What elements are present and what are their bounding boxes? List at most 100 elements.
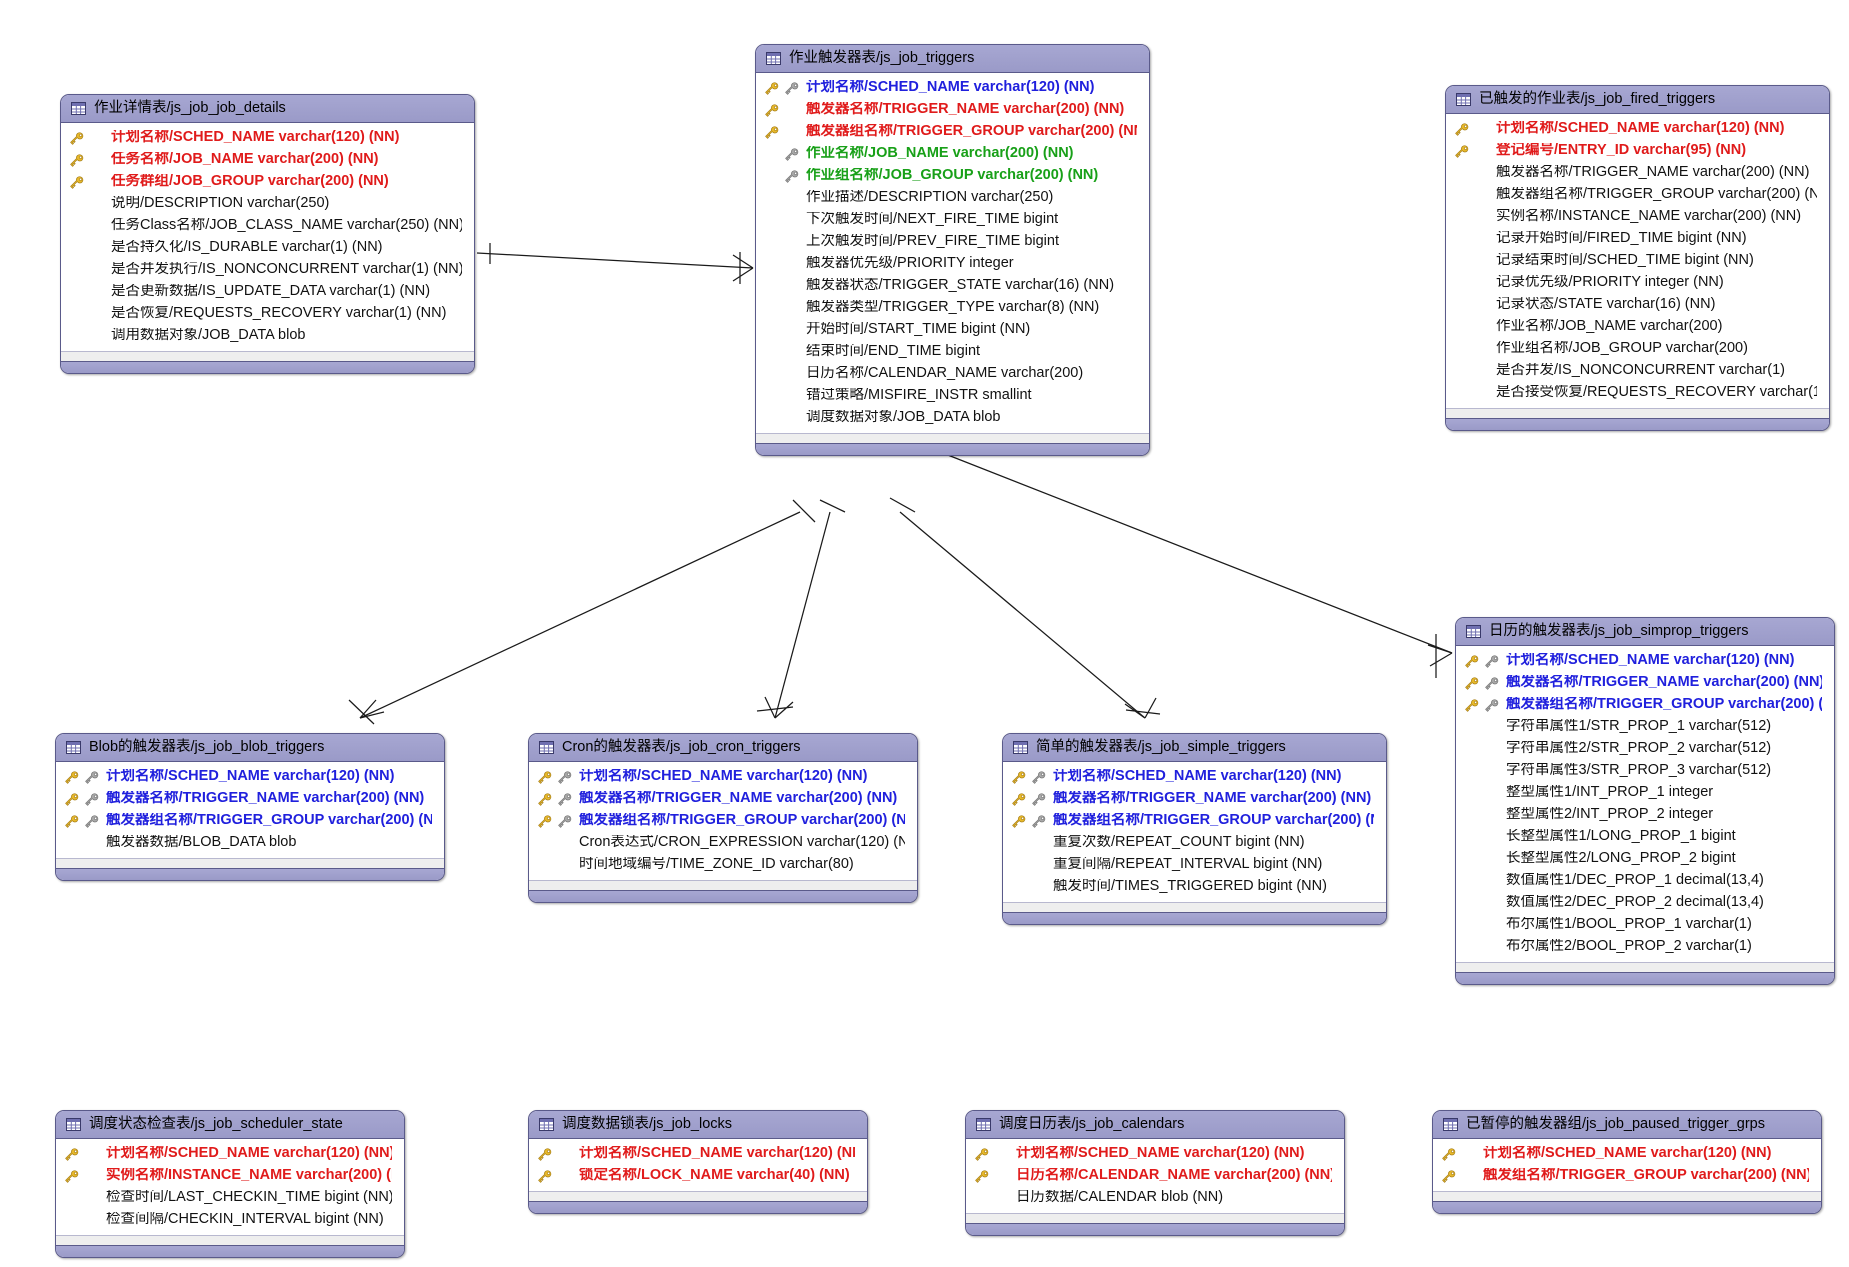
attribute-row[interactable]: 触发器组名称/TRIGGER_GROUP varchar(200) (NN) — [1456, 694, 1834, 716]
attribute-row[interactable]: 触发器名称/TRIGGER_NAME varchar(200) (NN) — [1446, 162, 1829, 184]
attribute-row[interactable]: 触发器名称/TRIGGER_NAME varchar(200) (NN) — [756, 99, 1149, 121]
attribute-row[interactable]: 计划名称/SCHED_NAME varchar(120) (NN) — [61, 127, 474, 149]
attribute-row[interactable]: 字符串属性2/STR_PROP_2 varchar(512) — [1456, 738, 1834, 760]
entity-header-simple_triggers[interactable]: 简单的触发器表/js_job_simple_triggers — [1003, 734, 1386, 762]
attribute-row[interactable]: 实例名称/INSTANCE_NAME varchar(200) (NN) — [1446, 206, 1829, 228]
attribute-row[interactable]: 字符串属性3/STR_PROP_3 varchar(512) — [1456, 760, 1834, 782]
attribute-row[interactable]: 结束时间/END_TIME bigint — [756, 341, 1149, 363]
attribute-row[interactable]: 是否接受恢复/REQUESTS_RECOVERY varchar(1) — [1446, 382, 1829, 404]
attribute-row[interactable]: 记录结束时间/SCHED_TIME bigint (NN) — [1446, 250, 1829, 272]
attribute-row[interactable]: 触发器名称/TRIGGER_NAME varchar(200) (NN) — [1456, 672, 1834, 694]
entity-job_details[interactable]: 作业详情表/js_job_job_details 计划名称/SCHED_NAME … — [60, 94, 475, 374]
attribute-row[interactable]: 字符串属性1/STR_PROP_1 varchar(512) — [1456, 716, 1834, 738]
attribute-row[interactable]: 作业组名称/JOB_GROUP varchar(200) (NN) — [756, 165, 1149, 187]
attribute-row[interactable]: 触发器组名称/TRIGGER_GROUP varchar(200) (NN) — [756, 121, 1149, 143]
entity-locks[interactable]: 调度数据锁表/js_job_locks 计划名称/SCHED_NAME varch… — [528, 1110, 868, 1214]
attribute-row[interactable]: 开始时间/START_TIME bigint (NN) — [756, 319, 1149, 341]
attribute-row[interactable]: 是否更新数据/IS_UPDATE_DATA varchar(1) (NN) — [61, 281, 474, 303]
entity-header-fired_triggers[interactable]: 已触发的作业表/js_job_fired_triggers — [1446, 86, 1829, 114]
attribute-row[interactable]: 说明/DESCRIPTION varchar(250) — [61, 193, 474, 215]
attribute-row[interactable]: 登记编号/ENTRY_ID varchar(95) (NN) — [1446, 140, 1829, 162]
entity-cron_triggers[interactable]: Cron的触发器表/js_job_cron_triggers 计划名称/SCHED… — [528, 733, 918, 903]
attribute-row[interactable]: 布尔属性1/BOOL_PROP_1 varchar(1) — [1456, 914, 1834, 936]
attribute-row[interactable]: 整型属性2/INT_PROP_2 integer — [1456, 804, 1834, 826]
attribute-row[interactable]: 长整型属性2/LONG_PROP_2 bigint — [1456, 848, 1834, 870]
attribute-row[interactable]: 触发器数据/BLOB_DATA blob — [56, 832, 444, 854]
attribute-row[interactable]: 检查时间/LAST_CHECKIN_TIME bigint (NN) — [56, 1187, 404, 1209]
attribute-row[interactable]: 触发器优先级/PRIORITY integer — [756, 253, 1149, 275]
attribute-row[interactable]: 作业描述/DESCRIPTION varchar(250) — [756, 187, 1149, 209]
attribute-row[interactable]: 长整型属性1/LONG_PROP_1 bigint — [1456, 826, 1834, 848]
attribute-row[interactable]: 计划名称/SCHED_NAME varchar(120) (NN) — [756, 77, 1149, 99]
entity-blob_triggers[interactable]: Blob的触发器表/js_job_blob_triggers 计划名称/SCHED… — [55, 733, 445, 881]
entity-paused_trigger_grps[interactable]: 已暂停的触发器组/js_job_paused_trigger_grps 计划名称/… — [1432, 1110, 1822, 1214]
attribute-row[interactable]: 日历数据/CALENDAR blob (NN) — [966, 1187, 1344, 1209]
attribute-row[interactable]: 计划名称/SCHED_NAME varchar(120) (NN) — [1003, 766, 1386, 788]
attribute-row[interactable]: 上次触发时间/PREV_FIRE_TIME bigint — [756, 231, 1149, 253]
attribute-row[interactable]: 重复次数/REPEAT_COUNT bigint (NN) — [1003, 832, 1386, 854]
entity-scheduler_state[interactable]: 调度状态检查表/js_job_scheduler_state 计划名称/SCHED… — [55, 1110, 405, 1258]
attribute-row[interactable]: 触发器状态/TRIGGER_STATE varchar(16) (NN) — [756, 275, 1149, 297]
attribute-row[interactable]: 记录开始时间/FIRED_TIME bigint (NN) — [1446, 228, 1829, 250]
attribute-row[interactable]: 触发器名称/TRIGGER_NAME varchar(200) (NN) — [1003, 788, 1386, 810]
attribute-row[interactable]: 是否持久化/IS_DURABLE varchar(1) (NN) — [61, 237, 474, 259]
attribute-row[interactable]: 任务群组/JOB_GROUP varchar(200) (NN) — [61, 171, 474, 193]
attribute-row[interactable]: 作业组名称/JOB_GROUP varchar(200) — [1446, 338, 1829, 360]
attribute-row[interactable]: 错过策略/MISFIRE_INSTR smallint — [756, 385, 1149, 407]
attribute-row[interactable]: 触发器名称/TRIGGER_NAME varchar(200) (NN) — [529, 788, 917, 810]
attribute-row[interactable]: 实例名称/INSTANCE_NAME varchar(200) (NN) — [56, 1165, 404, 1187]
attribute-row[interactable]: 作业名称/JOB_NAME varchar(200) — [1446, 316, 1829, 338]
attribute-row[interactable]: 记录优先级/PRIORITY integer (NN) — [1446, 272, 1829, 294]
attribute-row[interactable]: 触发时间/TIMES_TRIGGERED bigint (NN) — [1003, 876, 1386, 898]
attribute-row[interactable]: 计划名称/SCHED_NAME varchar(120) (NN) — [1456, 650, 1834, 672]
entity-header-locks[interactable]: 调度数据锁表/js_job_locks — [529, 1111, 867, 1139]
attribute-row[interactable]: 触发器组名称/TRIGGER_GROUP varchar(200) (NN) — [1446, 184, 1829, 206]
attribute-row[interactable]: 作业名称/JOB_NAME varchar(200) (NN) — [756, 143, 1149, 165]
attribute-row[interactable]: 日历名称/CALENDAR_NAME varchar(200) — [756, 363, 1149, 385]
attribute-row[interactable]: 计划名称/SCHED_NAME varchar(120) (NN) — [966, 1143, 1344, 1165]
attribute-row[interactable]: 锁定名称/LOCK_NAME varchar(40) (NN) — [529, 1165, 867, 1187]
attribute-row[interactable]: 触发器类型/TRIGGER_TYPE varchar(8) (NN) — [756, 297, 1149, 319]
attribute-row[interactable]: 数值属性2/DEC_PROP_2 decimal(13,4) — [1456, 892, 1834, 914]
entity-fired_triggers[interactable]: 已触发的作业表/js_job_fired_triggers 计划名称/SCHED_… — [1445, 85, 1830, 431]
attribute-row[interactable]: 日历名称/CALENDAR_NAME varchar(200) (NN) — [966, 1165, 1344, 1187]
attribute-row[interactable]: 调度数据对象/JOB_DATA blob — [756, 407, 1149, 429]
entity-header-calendars[interactable]: 调度日历表/js_job_calendars — [966, 1111, 1344, 1139]
entity-simple_triggers[interactable]: 简单的触发器表/js_job_simple_triggers 计划名称/SCHED… — [1002, 733, 1387, 925]
attribute-row[interactable]: 触发组名称/TRIGGER_GROUP varchar(200) (NN) — [1433, 1165, 1821, 1187]
attribute-row[interactable]: 任务Class名称/JOB_CLASS_NAME varchar(250) (N… — [61, 215, 474, 237]
attribute-row[interactable]: Cron表达式/CRON_EXPRESSION varchar(120) (NN… — [529, 832, 917, 854]
attribute-row[interactable]: 触发器名称/TRIGGER_NAME varchar(200) (NN) — [56, 788, 444, 810]
entity-header-job_triggers[interactable]: 作业触发器表/js_job_triggers — [756, 45, 1149, 73]
attribute-row[interactable]: 时间地域编号/TIME_ZONE_ID varchar(80) — [529, 854, 917, 876]
attribute-row[interactable]: 布尔属性2/BOOL_PROP_2 varchar(1) — [1456, 936, 1834, 958]
entity-calendars[interactable]: 调度日历表/js_job_calendars 计划名称/SCHED_NAME va… — [965, 1110, 1345, 1236]
attribute-row[interactable]: 重复间隔/REPEAT_INTERVAL bigint (NN) — [1003, 854, 1386, 876]
attribute-row[interactable]: 检查间隔/CHECKIN_INTERVAL bigint (NN) — [56, 1209, 404, 1231]
attribute-row[interactable]: 调用数据对象/JOB_DATA blob — [61, 325, 474, 347]
entity-header-job_details[interactable]: 作业详情表/js_job_job_details — [61, 95, 474, 123]
attribute-row[interactable]: 计划名称/SCHED_NAME varchar(120) (NN) — [56, 766, 444, 788]
attribute-row[interactable]: 任务名称/JOB_NAME varchar(200) (NN) — [61, 149, 474, 171]
entity-header-scheduler_state[interactable]: 调度状态检查表/js_job_scheduler_state — [56, 1111, 404, 1139]
attribute-row[interactable]: 是否恢复/REQUESTS_RECOVERY varchar(1) (NN) — [61, 303, 474, 325]
attribute-row[interactable]: 触发器组名称/TRIGGER_GROUP varchar(200) (NN) — [529, 810, 917, 832]
entity-header-paused_trigger_grps[interactable]: 已暂停的触发器组/js_job_paused_trigger_grps — [1433, 1111, 1821, 1139]
attribute-row[interactable]: 整型属性1/INT_PROP_1 integer — [1456, 782, 1834, 804]
attribute-row[interactable]: 触发器组名称/TRIGGER_GROUP varchar(200) (NN) — [1003, 810, 1386, 832]
attribute-row[interactable]: 计划名称/SCHED_NAME varchar(120) (NN) — [529, 1143, 867, 1165]
entity-header-cron_triggers[interactable]: Cron的触发器表/js_job_cron_triggers — [529, 734, 917, 762]
attribute-row[interactable]: 触发器组名称/TRIGGER_GROUP varchar(200) (NN) — [56, 810, 444, 832]
attribute-row[interactable]: 是否并发执行/IS_NONCONCURRENT varchar(1) (NN) — [61, 259, 474, 281]
entity-simprop_triggers[interactable]: 日历的触发器表/js_job_simprop_triggers 计划名称/SCHE… — [1455, 617, 1835, 985]
entity-job_triggers[interactable]: 作业触发器表/js_job_triggers 计划名称/SCHED_NAME va… — [755, 44, 1150, 456]
entity-header-blob_triggers[interactable]: Blob的触发器表/js_job_blob_triggers — [56, 734, 444, 762]
attribute-row[interactable]: 计划名称/SCHED_NAME varchar(120) (NN) — [56, 1143, 404, 1165]
attribute-row[interactable]: 计划名称/SCHED_NAME varchar(120) (NN) — [529, 766, 917, 788]
attribute-row[interactable]: 记录状态/STATE varchar(16) (NN) — [1446, 294, 1829, 316]
attribute-row[interactable]: 计划名称/SCHED_NAME varchar(120) (NN) — [1433, 1143, 1821, 1165]
entity-header-simprop_triggers[interactable]: 日历的触发器表/js_job_simprop_triggers — [1456, 618, 1834, 646]
attribute-row[interactable]: 计划名称/SCHED_NAME varchar(120) (NN) — [1446, 118, 1829, 140]
attribute-row[interactable]: 是否并发/IS_NONCONCURRENT varchar(1) — [1446, 360, 1829, 382]
attribute-row[interactable]: 下次触发时间/NEXT_FIRE_TIME bigint — [756, 209, 1149, 231]
